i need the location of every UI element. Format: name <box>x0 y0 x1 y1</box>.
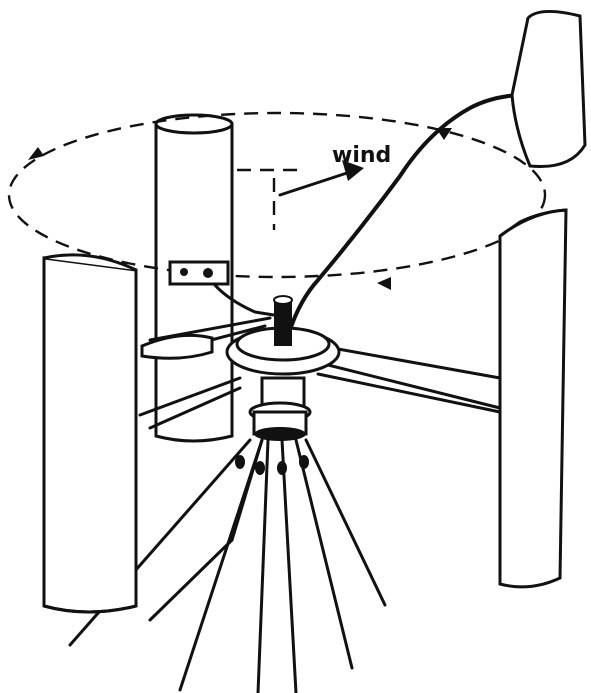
turnbuckles <box>235 455 309 475</box>
guy-wires <box>68 438 387 693</box>
arm-paddle <box>140 333 214 360</box>
rotor-hub <box>225 295 341 441</box>
tail-vane <box>288 10 587 332</box>
rotation-path <box>7 111 547 279</box>
wind-arrow <box>278 160 364 197</box>
wind-label: wind <box>332 143 391 168</box>
blade-right <box>498 208 568 589</box>
rotor-arms <box>138 316 502 430</box>
rotor-axis <box>237 168 300 230</box>
control-bracket <box>168 260 282 318</box>
blade-left <box>42 253 138 614</box>
